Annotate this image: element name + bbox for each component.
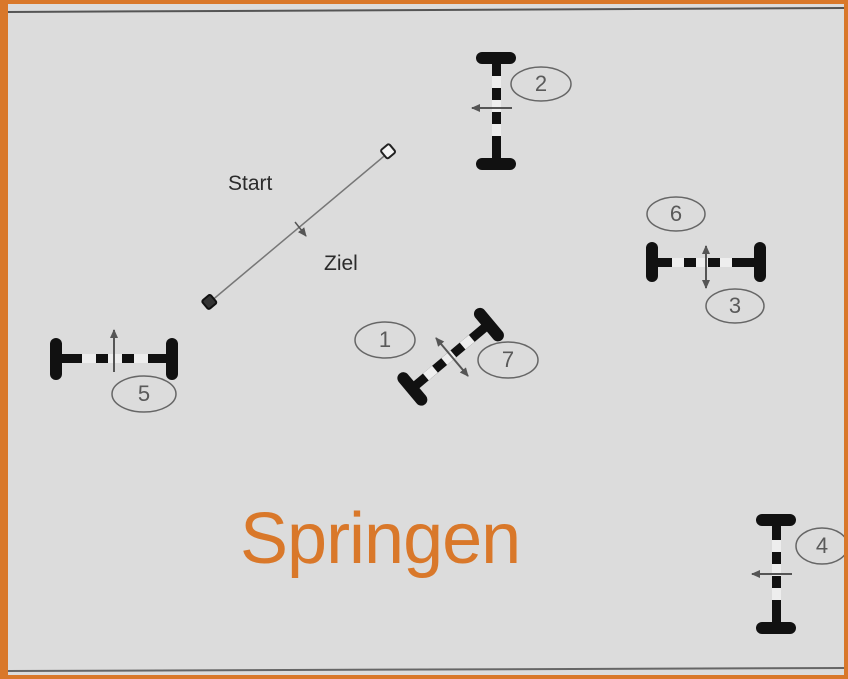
obstacle-number-7: 7 (501, 347, 515, 372)
top-edge-line (8, 7, 844, 13)
obstacle-number-1: 1 (378, 327, 392, 352)
obstacle-2 (471, 52, 572, 170)
course-sheet: Start Ziel 2 6 3 1 7 5 4 Springen (8, 4, 844, 675)
obstacle-number-6: 6 (669, 201, 683, 226)
course-diagram (8, 7, 844, 672)
start-label: Start (228, 172, 273, 195)
obstacle-6-3 (646, 196, 766, 324)
bottom-edge-line (8, 667, 844, 672)
obstacle-number-5: 5 (137, 381, 151, 406)
obstacle-number-2: 2 (534, 71, 548, 96)
page-title: Springen (240, 499, 521, 579)
finish-label: Ziel (324, 252, 358, 275)
obstacle-1-7 (354, 307, 539, 406)
obstacle-4 (751, 514, 844, 634)
start-finish-line (201, 143, 396, 310)
obstacle-number-4: 4 (815, 533, 829, 558)
obstacle-5 (50, 329, 178, 413)
obstacle-number-3: 3 (728, 293, 742, 318)
